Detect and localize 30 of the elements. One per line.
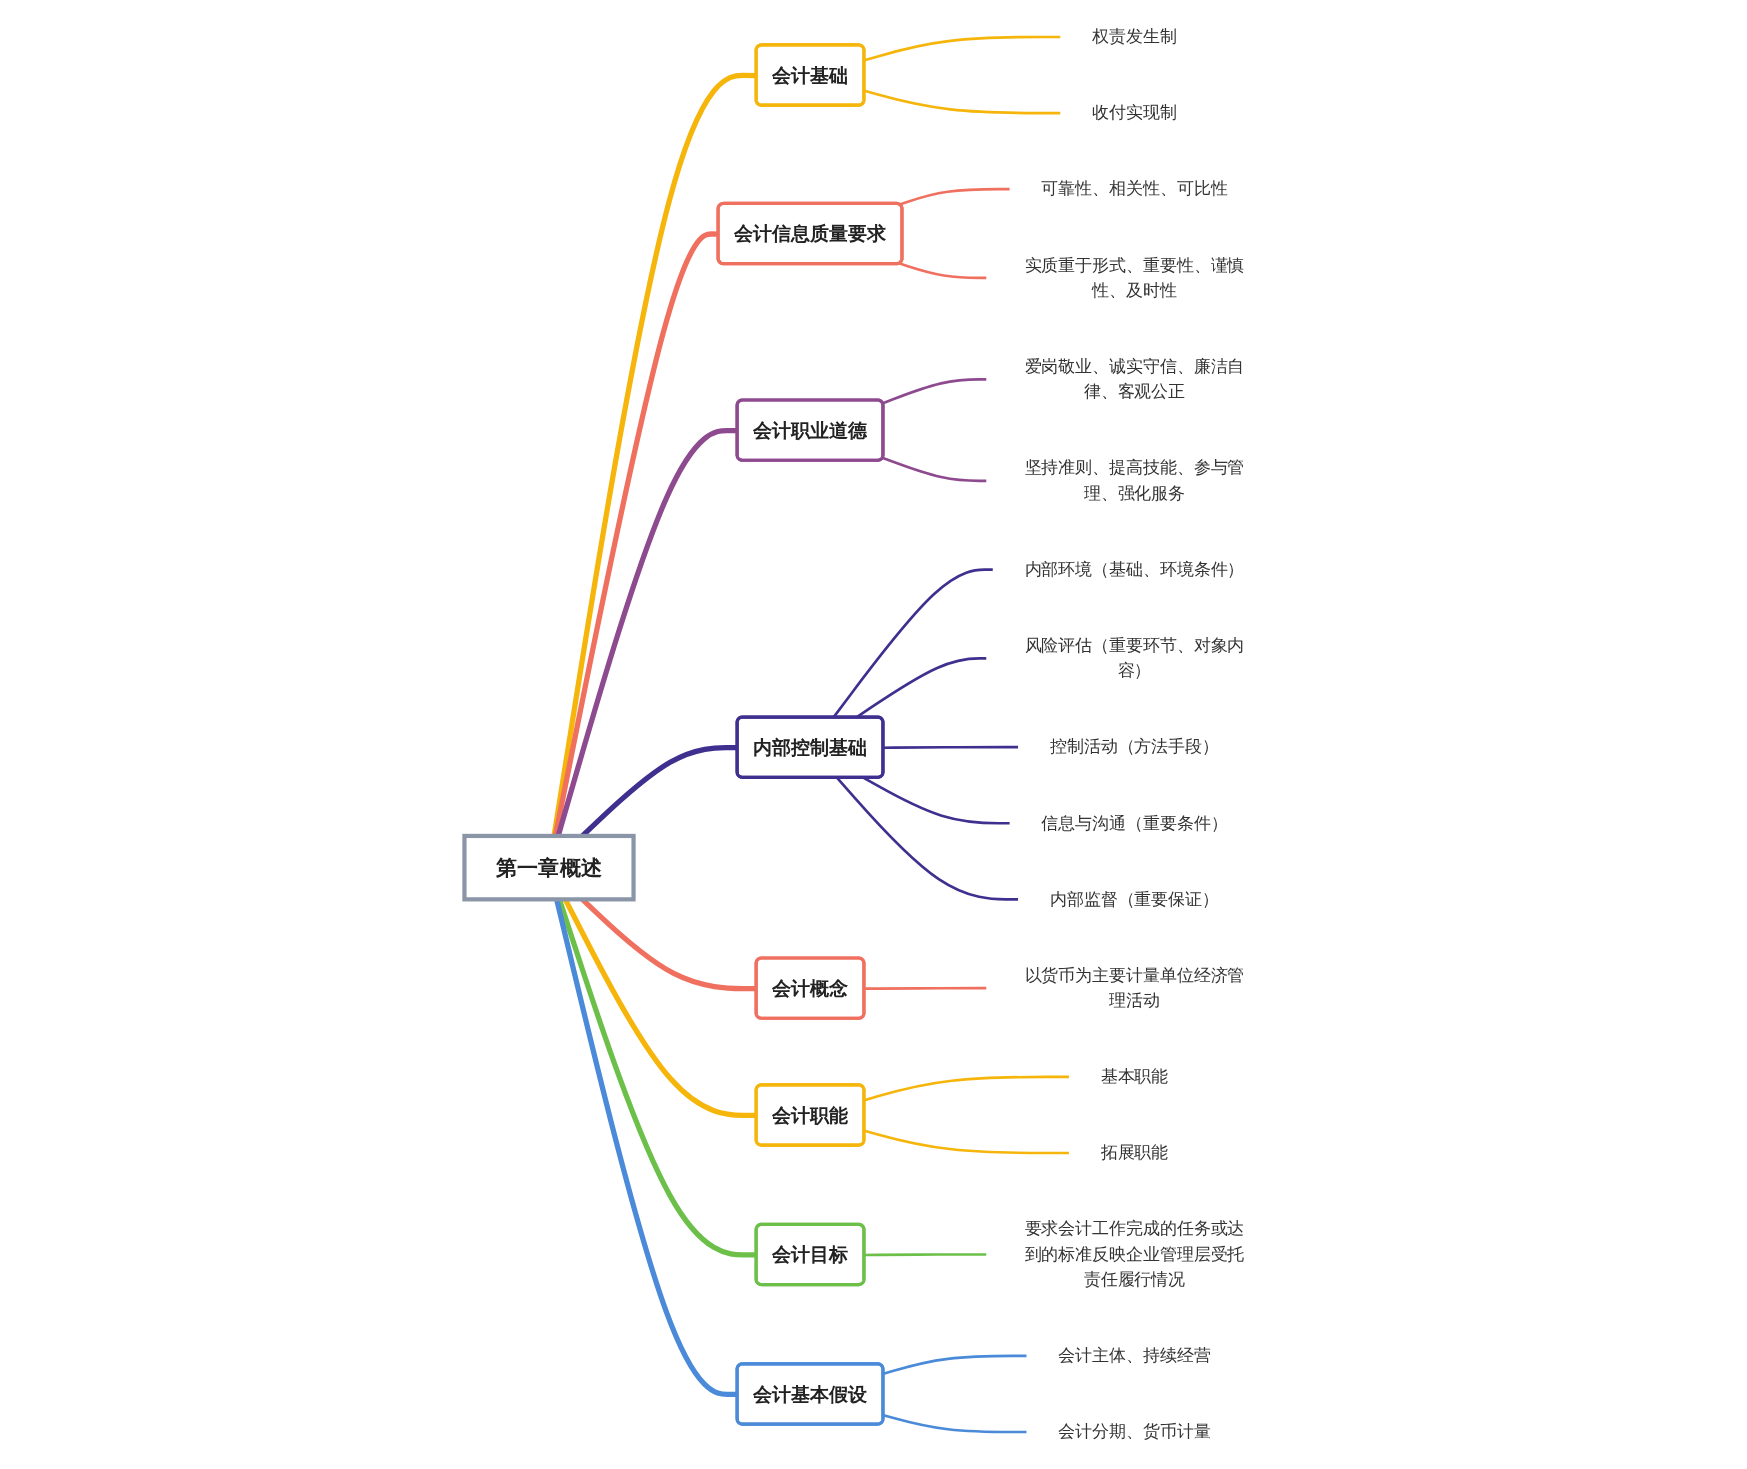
connector xyxy=(899,262,987,280)
node-text: 信息与沟通（重要条件） xyxy=(1041,812,1228,833)
connector xyxy=(864,1129,1069,1155)
connector xyxy=(882,456,987,483)
connector xyxy=(899,187,1010,206)
node-text: 拓展职能 xyxy=(1100,1142,1169,1163)
node-box: 第一章概述 xyxy=(462,833,636,902)
node-text: 以货币为主要计量单位经济管理活动 xyxy=(1024,964,1245,1011)
node-text: 要求会计工作完成的任务或达到的标准反映企业管理层受托责任履行情况 xyxy=(1024,1218,1245,1290)
node-text: 爱岗敬业、诚实守信、廉洁自律、客观公正 xyxy=(1024,356,1245,402)
node-text: 权责发生制 xyxy=(1092,26,1177,47)
node-text: 收付实现制 xyxy=(1092,102,1177,123)
node-text: 坚持准则、提高技能、参与管理、强化服务 xyxy=(1024,457,1245,504)
node-text: 内部环境（基础、环境条件） xyxy=(1024,559,1245,580)
connector xyxy=(864,89,1061,115)
connector xyxy=(562,898,757,1119)
node-text: 会计主体、持续经营 xyxy=(1058,1345,1211,1366)
node-text: 控制活动（方法手段） xyxy=(1049,736,1220,757)
connector xyxy=(864,986,987,990)
connector xyxy=(882,378,987,405)
node-text: 内部监督（重要保证） xyxy=(1049,888,1220,909)
node-text: 实质重于形式、重要性、谨慎性、及时性 xyxy=(1024,254,1245,301)
node-text: 风险评估（重要环节、对象内容） xyxy=(1024,635,1245,681)
connector xyxy=(555,427,738,837)
connector xyxy=(864,1075,1069,1102)
connector xyxy=(864,1253,987,1257)
node-text: 基本职能 xyxy=(1100,1066,1169,1087)
node-text: 可靠性、相关性、可比性 xyxy=(1041,178,1228,199)
connector xyxy=(864,35,1061,62)
node-text: 会计分期、货币计量 xyxy=(1058,1421,1211,1442)
